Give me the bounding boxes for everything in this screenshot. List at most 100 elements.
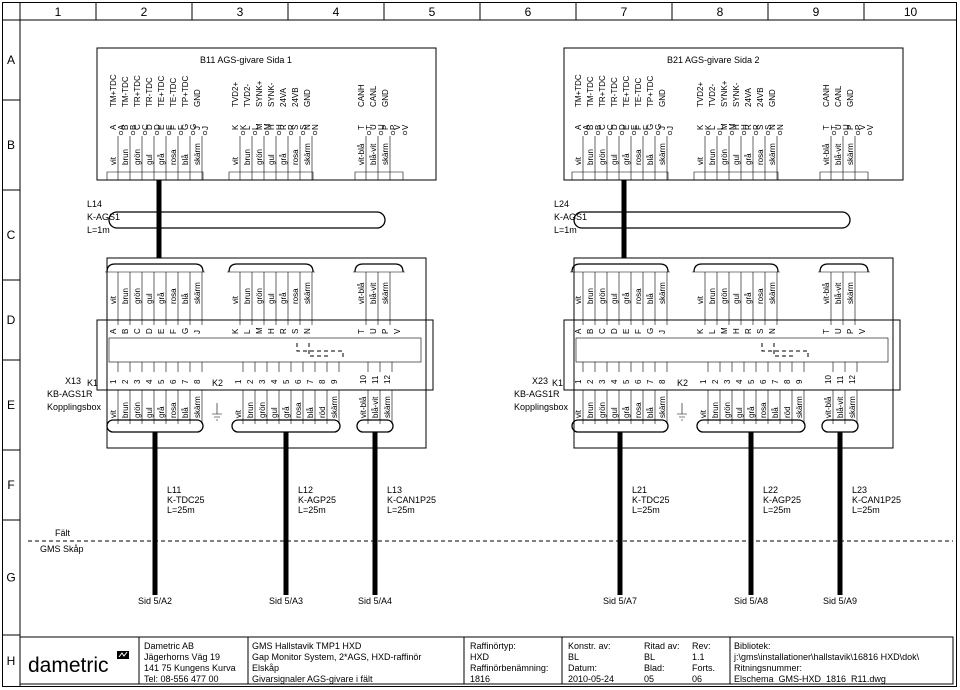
k-number: 12 bbox=[383, 375, 392, 384]
wire-label-field: vit-blå bbox=[824, 396, 833, 418]
bundle-loop-top bbox=[354, 263, 404, 273]
signal-label: TVD2+ bbox=[231, 82, 240, 107]
signal-label: TE-TDC bbox=[169, 77, 178, 107]
pin-dot bbox=[619, 130, 625, 136]
pin-dot bbox=[643, 130, 649, 136]
signal-label: CANL bbox=[834, 85, 843, 107]
signal-label: CANH bbox=[357, 84, 366, 107]
wire-label-top: brun bbox=[243, 149, 252, 165]
pin-label-top: J bbox=[193, 126, 202, 130]
pin-label-top-2: F bbox=[642, 125, 651, 130]
col-label-10: 10 bbox=[904, 5, 918, 19]
wire-label-top: vit bbox=[109, 156, 118, 165]
field-cable-type: K-TDC25 bbox=[167, 495, 205, 505]
pin-label-top: E bbox=[622, 125, 631, 130]
k-number: 7 bbox=[306, 379, 315, 384]
wire-label-top: brun bbox=[121, 149, 130, 165]
field-cable-id: L12 bbox=[298, 485, 313, 495]
bundle-loop-bottom bbox=[696, 419, 806, 433]
pin-label-top: U bbox=[369, 124, 378, 130]
pin-label-box: G bbox=[646, 328, 655, 334]
bundle-loop-bottom bbox=[106, 419, 204, 433]
bundle-loop-top bbox=[819, 263, 869, 273]
pin-label-top-2: J bbox=[666, 126, 675, 130]
pin-dot bbox=[252, 130, 258, 136]
wire-label-top: vit bbox=[696, 156, 705, 165]
dametric-logo: dametric bbox=[28, 654, 109, 677]
sheet-ref: Sid 5/A9 bbox=[823, 596, 857, 606]
tb-company-line: Tel: 08-556 477 00 bbox=[144, 674, 219, 684]
signal-label: TE+TDC bbox=[622, 75, 631, 107]
field-cable-len: L=25m bbox=[167, 505, 195, 515]
wire-label-field: brun bbox=[246, 402, 255, 418]
ground-icon bbox=[212, 403, 222, 421]
k-number: 5 bbox=[157, 379, 166, 384]
wire-label-top: rosa bbox=[634, 149, 643, 165]
signal-label: 24VA bbox=[744, 87, 753, 107]
wire-label-box: vit bbox=[696, 295, 705, 304]
tb-constr-line: 2010-05-24 bbox=[568, 674, 614, 684]
wire-label-box: grön bbox=[720, 288, 729, 304]
signal-label: TM-TDC bbox=[121, 76, 130, 107]
pin-dot bbox=[402, 130, 408, 136]
row-label-B: B bbox=[7, 138, 15, 152]
wire-label-box: rosa bbox=[291, 288, 300, 304]
tb-project-line: Gap Monitor System, 2*AGS, HXD-raffinör bbox=[252, 652, 421, 662]
wire-label-box: blå-vit bbox=[369, 282, 378, 304]
wire-label-box: vit bbox=[231, 295, 240, 304]
pin-label-box: P bbox=[381, 329, 390, 334]
wire-label-box: gul bbox=[732, 293, 741, 304]
pin-dot bbox=[130, 130, 136, 136]
wire-label-field: brun bbox=[711, 402, 720, 418]
sheet-ref: Sid 5/A7 bbox=[603, 596, 637, 606]
pin-label-top: P bbox=[381, 125, 390, 130]
pin-dot bbox=[288, 130, 294, 136]
wire-label-top: rosa bbox=[756, 149, 765, 165]
wire-label-box: vit bbox=[574, 295, 583, 304]
wire-label-top: skärm bbox=[193, 143, 202, 165]
signal-label: TP+TDC bbox=[646, 75, 655, 107]
pin-dot bbox=[276, 130, 282, 136]
unit-2: B21 AGS-givare Sida 2L24K-AGS1L=1mX23KB-… bbox=[514, 47, 904, 606]
tb-company-line: 141 75 Kungens Kurva bbox=[144, 663, 236, 673]
pin-label-box: M bbox=[720, 327, 729, 334]
field-cable-id: L21 bbox=[632, 485, 647, 495]
pin-label-top: F bbox=[634, 125, 643, 130]
wire-label-field: blå-vit bbox=[836, 396, 845, 418]
wire-label-field: skärm bbox=[193, 396, 202, 418]
signal-label: 24VB bbox=[291, 87, 300, 107]
pin-dot bbox=[190, 130, 196, 136]
k-number: 5 bbox=[747, 379, 756, 384]
k-number: 3 bbox=[723, 379, 732, 384]
wire-label-box: brun bbox=[121, 288, 130, 304]
pin-label-box: H bbox=[732, 328, 741, 334]
tb-project-line: Elskåp bbox=[252, 663, 279, 673]
pin-label-top: H bbox=[267, 124, 276, 130]
wire-label-top: skärm bbox=[658, 143, 667, 165]
wire-label-field: brun bbox=[121, 402, 130, 418]
tb-refiner-line: 1816 bbox=[470, 674, 490, 684]
pin-dot bbox=[855, 130, 861, 136]
k-number: 10 bbox=[359, 375, 368, 384]
k-number: 11 bbox=[836, 375, 845, 384]
pin-label-top-2: M bbox=[728, 123, 737, 130]
pin-label-top-2: H bbox=[740, 124, 749, 130]
terminal-inner bbox=[108, 337, 422, 363]
k-number: 1 bbox=[234, 379, 243, 384]
sensor-title: B11 AGS-givare Sida 1 bbox=[200, 55, 292, 65]
tb-refiner-line: Raffinörtyp: bbox=[470, 641, 516, 651]
pin-label-box: K bbox=[696, 328, 705, 334]
row-label-A: A bbox=[7, 53, 15, 67]
k-number: 4 bbox=[610, 379, 619, 384]
col-label-4: 4 bbox=[333, 5, 340, 19]
pin-label-top: G bbox=[646, 124, 655, 130]
pin-label-top: V bbox=[858, 124, 867, 130]
wire-label-top: rosa bbox=[169, 149, 178, 165]
pin-label-box: G bbox=[181, 328, 190, 334]
wire-label-field: blå bbox=[181, 407, 190, 418]
k-label: K2 bbox=[212, 378, 223, 388]
tb-library: Bibliotek:j:\gms\installationer\hallstav… bbox=[733, 641, 920, 684]
